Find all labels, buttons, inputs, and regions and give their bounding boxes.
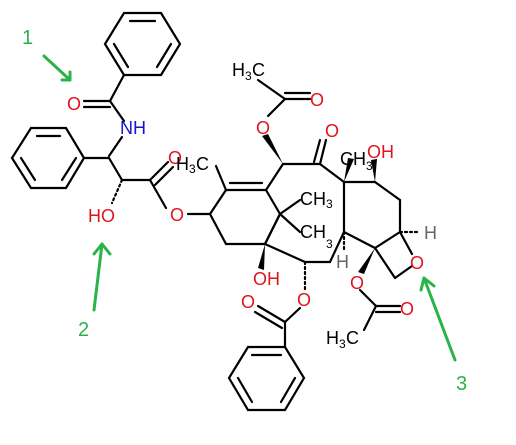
label-c7-oh: OH [367, 142, 394, 162]
wedge-c7-oh [371, 159, 377, 182]
label-acetate-top-h: H [232, 60, 245, 80]
label-c3-h: H [336, 252, 349, 272]
label-c16-ch3: CH [300, 189, 326, 209]
label-side-oh: HO [88, 206, 115, 226]
label-c8-sub: 3 [366, 159, 373, 173]
label-c17-ch3: CH [300, 222, 326, 242]
label-nh: NH [120, 118, 146, 138]
bond-amide-cn [108, 99, 126, 123]
bond-n-c3p [107, 135, 124, 158]
arrowhead-2-icon [92, 242, 112, 256]
arrow-1-icon [42, 54, 72, 82]
label-acetate-top-c: C [252, 60, 265, 80]
label-acetate-top-sub: 3 [245, 69, 252, 83]
label-oxetane-o: O [410, 253, 424, 273]
label-c18-c: C [196, 154, 209, 174]
label-c8-ch3: CH [340, 149, 366, 169]
annotation-2-label: 2 [78, 319, 89, 341]
benzoate-phenyl-ring [227, 345, 306, 412]
bond-benzoyl-co-2 [253, 310, 284, 330]
label-benzoate-carbonyl-o: O [241, 292, 255, 312]
bond-acetyl-ch3 [256, 78, 287, 101]
bond-ester-co-2 [153, 165, 175, 187]
bond-ketone-2 [312, 138, 322, 164]
bond-ring-to-amide-c [108, 73, 126, 103]
ring-b [263, 162, 346, 264]
wedge-c4-o [358, 248, 375, 274]
bond-c2p-oh [110, 178, 124, 205]
label-c4-acetate-carbonyl-o: O [400, 299, 414, 319]
label-amide-o: O [67, 94, 81, 114]
bond-o-acetyl [266, 97, 287, 118]
bond-c15-ch3b [278, 212, 302, 234]
label-c4-acetate-sub: 3 [339, 337, 346, 351]
annotation-1: 1 [22, 27, 72, 82]
arrowhead-1-icon [60, 70, 72, 82]
bond-ester-co-1 [148, 160, 170, 182]
ring-c [342, 180, 402, 250]
label-c16-sub: 3 [326, 197, 333, 211]
label-c18-h: H [176, 154, 189, 174]
bond-acetyl-c4-ch3 [362, 304, 378, 332]
wedge-c1-oh [258, 244, 265, 270]
annotation-3-label: 3 [456, 373, 467, 395]
label-acetate-top-o: O [256, 118, 270, 138]
bond-c12-ch3 [214, 164, 228, 192]
benzoyl-phenyl-ring [103, 11, 182, 77]
side-chain-phenyl-ring [10, 126, 86, 190]
bond-ketone-1 [318, 138, 328, 166]
arrow-2-icon [92, 242, 104, 312]
label-c4-acetate-h: H [326, 328, 339, 348]
label-ketone-o: O [325, 121, 339, 141]
wedge-c10-o [262, 134, 283, 164]
label-c5-h: H [424, 223, 437, 243]
wedge-c8-ch3 [344, 158, 354, 182]
label-benzoate-o: O [297, 290, 311, 310]
bond-c3p-c2p [107, 156, 124, 182]
bond-o-acetyl-c4 [358, 288, 378, 308]
bond-benzoyl-co-1 [256, 304, 287, 324]
bond-c1p-o [148, 178, 168, 210]
bond-c15-ch3a [278, 198, 302, 216]
label-ester-link-o: O [170, 205, 184, 225]
annotation-2: 2 [78, 242, 112, 341]
annotation-3: 3 [419, 276, 467, 395]
arrowhead-3-icon [419, 276, 436, 292]
oxetane-ring [373, 230, 414, 280]
label-c4-acetate-c: C [346, 328, 359, 348]
annotation-1-label: 1 [22, 27, 33, 49]
label-ester-carbonyl-o: O [168, 148, 182, 168]
label-c18-sub: 3 [189, 162, 196, 176]
bond-o-benzoyl [283, 306, 302, 324]
label-c1-oh: OH [253, 269, 280, 289]
label-c4-acetate-o: O [350, 273, 364, 293]
label-c17-sub: 3 [326, 237, 333, 251]
arrow-3-icon [422, 276, 457, 362]
label-acetate-top-carbonyl-o: O [310, 90, 324, 110]
